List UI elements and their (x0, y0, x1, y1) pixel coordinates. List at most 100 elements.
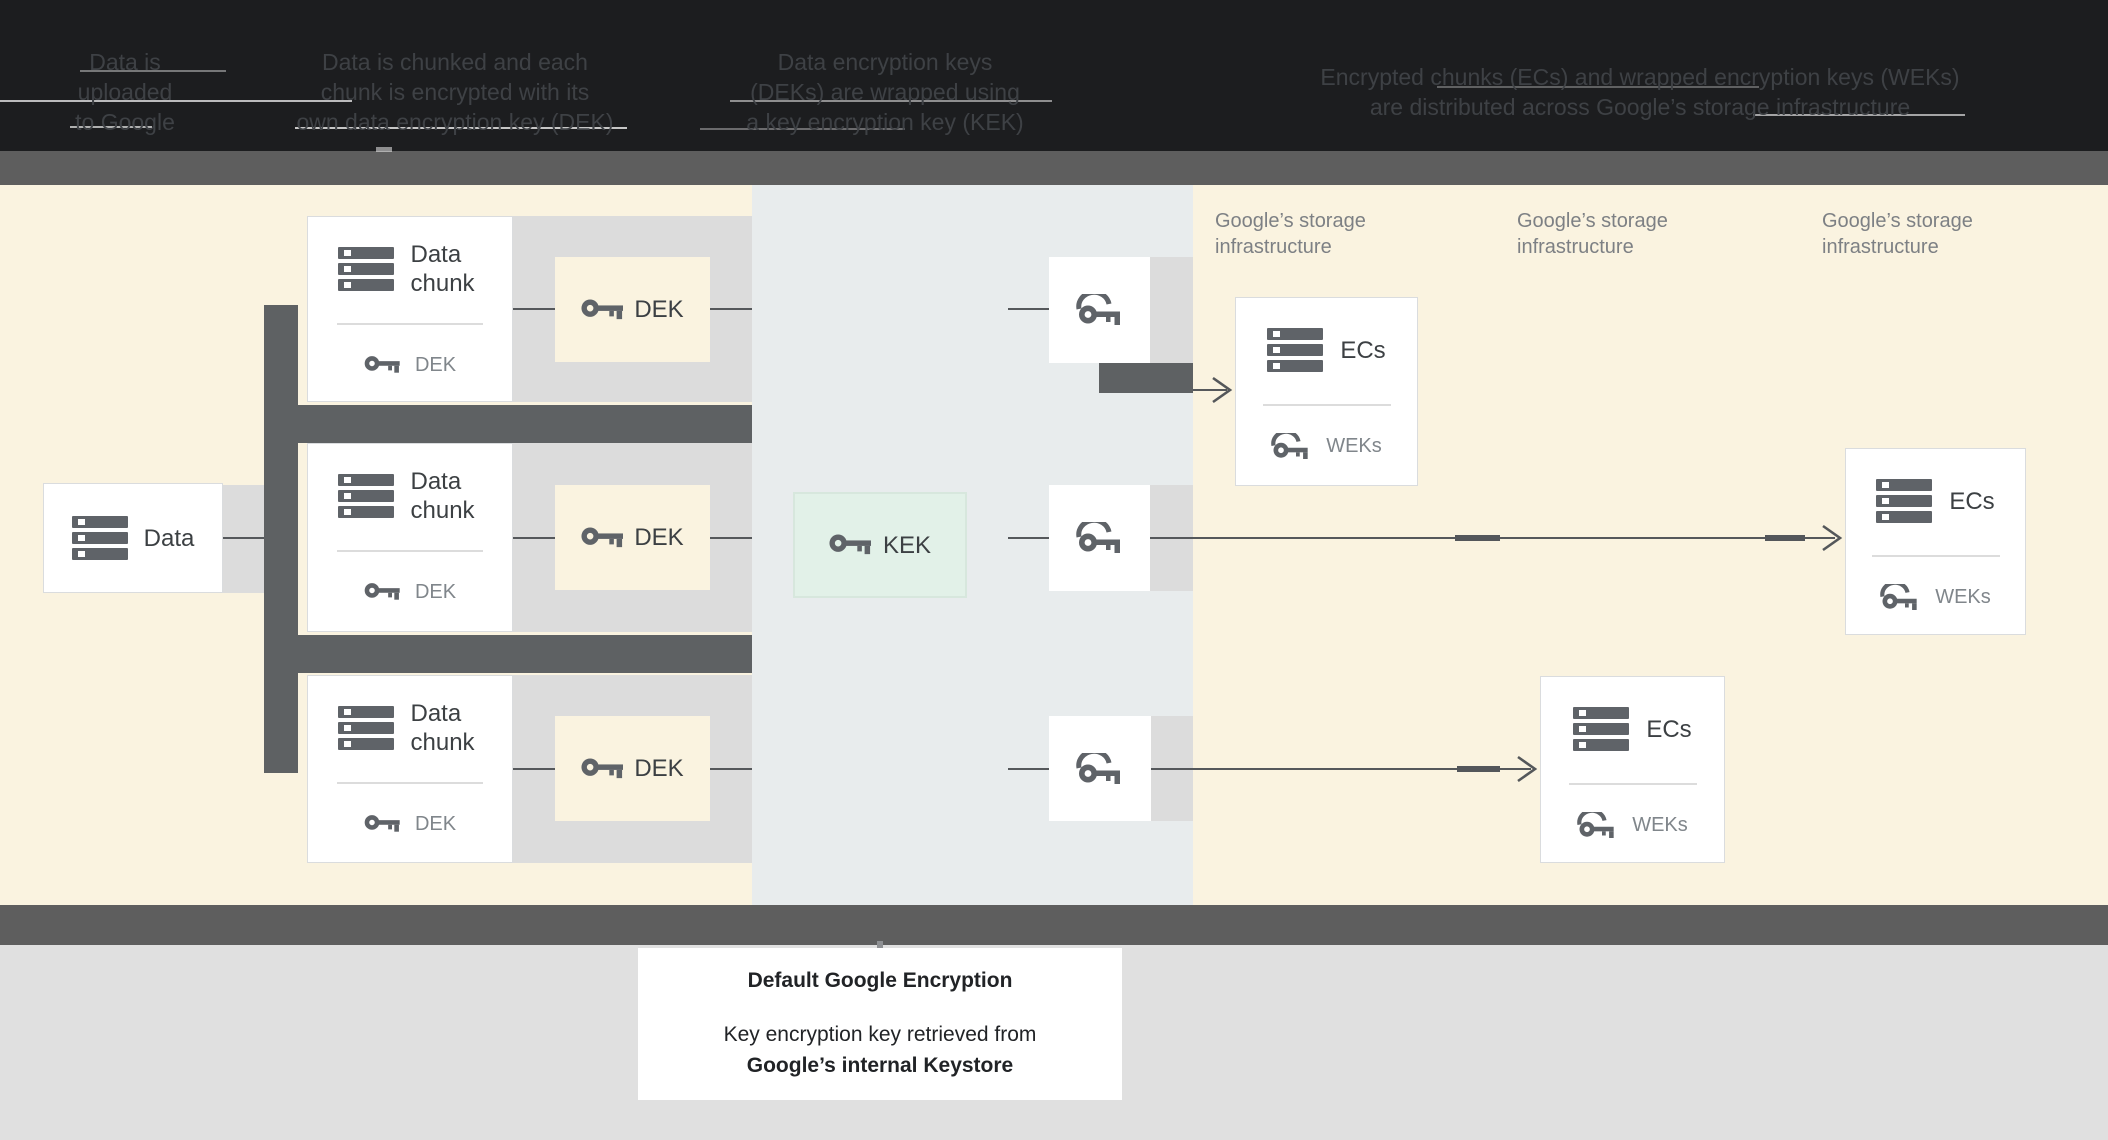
header-artifact (1753, 114, 1965, 116)
header-step-2-line: Data is chunked and each (322, 49, 588, 75)
wrapped-key-icon (1076, 294, 1124, 326)
header-step-4: Encrypted chunks (ECs) and wrapped encry… (1320, 62, 1960, 122)
ec-label: ECs (1340, 336, 1386, 364)
dek-box-label: DEK (634, 524, 684, 551)
header-step-2-line: own data encryption key (DEK) (296, 109, 614, 135)
storage-label: Google’s storage infrastructure (1517, 208, 1737, 260)
data-box-label: Data (143, 524, 195, 552)
flow-line (1008, 768, 1049, 770)
ec-key-label: WEKs (1935, 585, 1991, 608)
header-artifact (700, 128, 905, 130)
storage-label-line: infrastructure (1822, 236, 1939, 258)
database-icon (338, 706, 394, 750)
ec-label: ECs (1646, 715, 1692, 743)
chunk-split-connector-bar (298, 635, 752, 673)
divider (1871, 555, 2000, 557)
footer-note-line: Key encryption key retrieved from (723, 1023, 1037, 1046)
flow-line (513, 308, 555, 310)
ec-key-label: WEKs (1632, 813, 1688, 836)
flow-line (223, 537, 264, 539)
storage-label-line: Google’s storage (1517, 210, 1668, 232)
header-artifact (80, 70, 226, 72)
storage-label-line: Google’s storage (1822, 210, 1973, 232)
key-icon (364, 814, 400, 834)
header-step-4-line: Encrypted chunks (ECs) and wrapped encry… (1320, 64, 1960, 90)
chunk-split-connector-vertical (264, 305, 298, 773)
data-chunk-key-label: DEK (414, 353, 457, 376)
database-icon (72, 516, 128, 560)
divider (337, 323, 483, 325)
database-icon (338, 247, 394, 291)
key-icon (364, 582, 400, 602)
wrapped-key-box (1049, 257, 1150, 363)
ec-box: ECs WEKs (1540, 676, 1725, 863)
header-artifact (376, 147, 392, 152)
wrapped-key-icon (1271, 433, 1311, 460)
storage-label-line: infrastructure (1215, 236, 1332, 258)
ec-box: ECs WEKs (1235, 297, 1418, 486)
flow-line (1008, 537, 1050, 539)
header-step-1: Data is uploaded to Google (10, 47, 240, 137)
data-chunk-top-row: Data chunk (308, 217, 512, 321)
ec-box: ECs WEKs (1845, 448, 2026, 635)
data-chunk-key-row: DEK (308, 802, 512, 846)
data-chunk-key-label: DEK (414, 812, 457, 835)
wrapped-key-box (1049, 485, 1150, 591)
connector-remnant (877, 941, 883, 950)
divider (1568, 783, 1697, 785)
ec-label: ECs (1949, 487, 1995, 515)
divider (337, 782, 483, 784)
ec-key-row: WEKs (1846, 575, 2025, 619)
wrapped-key-icon (1076, 753, 1124, 785)
flow-line-tick (1765, 535, 1805, 541)
dek-box-label: DEK (634, 296, 684, 323)
flow-line (710, 768, 752, 770)
wrapped-key-box (1049, 716, 1151, 821)
header-step-3-line: (DEKs) are wrapped using (750, 79, 1020, 105)
ec-top-row: ECs (1846, 449, 2025, 553)
flow-line (710, 308, 752, 310)
footer-note-title: Default Google Encryption (747, 969, 1013, 992)
flow-line-tick (1455, 535, 1500, 541)
wrapped-key-icon (1577, 812, 1617, 839)
arrowhead-icon (1514, 754, 1538, 784)
header-artifact (295, 127, 627, 129)
key-icon (829, 533, 871, 557)
data-chunk-key-label: DEK (414, 580, 457, 603)
shadow-band (223, 485, 264, 593)
data-chunk-box: Data chunk DEK (307, 443, 513, 632)
chunk-split-connector-bar (298, 405, 752, 443)
header-step-3-line: Data encryption keys (777, 49, 993, 75)
dek-box: DEK (555, 257, 710, 362)
header-step-4-line: are distributed across Google’s storage … (1369, 94, 1911, 120)
dek-box-label: DEK (634, 755, 684, 782)
data-chunk-label: Data chunk (410, 468, 475, 524)
ec-key-row: WEKs (1236, 424, 1417, 468)
key-icon (581, 757, 623, 781)
data-chunk-label: Data chunk (410, 700, 475, 756)
wrapped-key-icon (1076, 522, 1124, 554)
flow-line (1193, 389, 1227, 391)
data-box: Data (43, 483, 223, 593)
ec-key-label: WEKs (1326, 434, 1382, 457)
storage-label-line: Google’s storage (1215, 210, 1366, 232)
header-step-3: Data encryption keys (DEKs) are wrapped … (710, 47, 1060, 137)
arrowhead-icon (1209, 375, 1233, 405)
dek-box: DEK (555, 716, 710, 821)
storage-label: Google’s storage infrastructure (1215, 208, 1435, 260)
data-chunk-key-row: DEK (308, 343, 512, 387)
footer-note-line: Google’s internal Keystore (746, 1054, 1014, 1077)
kek-box: KEK (793, 492, 967, 598)
flow-line (1008, 308, 1049, 310)
header-step-1-line: to Google (75, 109, 175, 135)
header-step-1-line: Data is (89, 49, 161, 75)
header-artifact (70, 126, 152, 128)
data-chunk-top-row: Data chunk (308, 676, 512, 780)
wrapped-key-connector-bar (1099, 363, 1193, 393)
key-icon (581, 526, 623, 550)
database-icon (1573, 707, 1629, 751)
header-step-2: Data is chunked and each chunk is encryp… (280, 47, 630, 137)
header-artifact (0, 100, 352, 102)
ec-key-row: WEKs (1541, 803, 1724, 847)
